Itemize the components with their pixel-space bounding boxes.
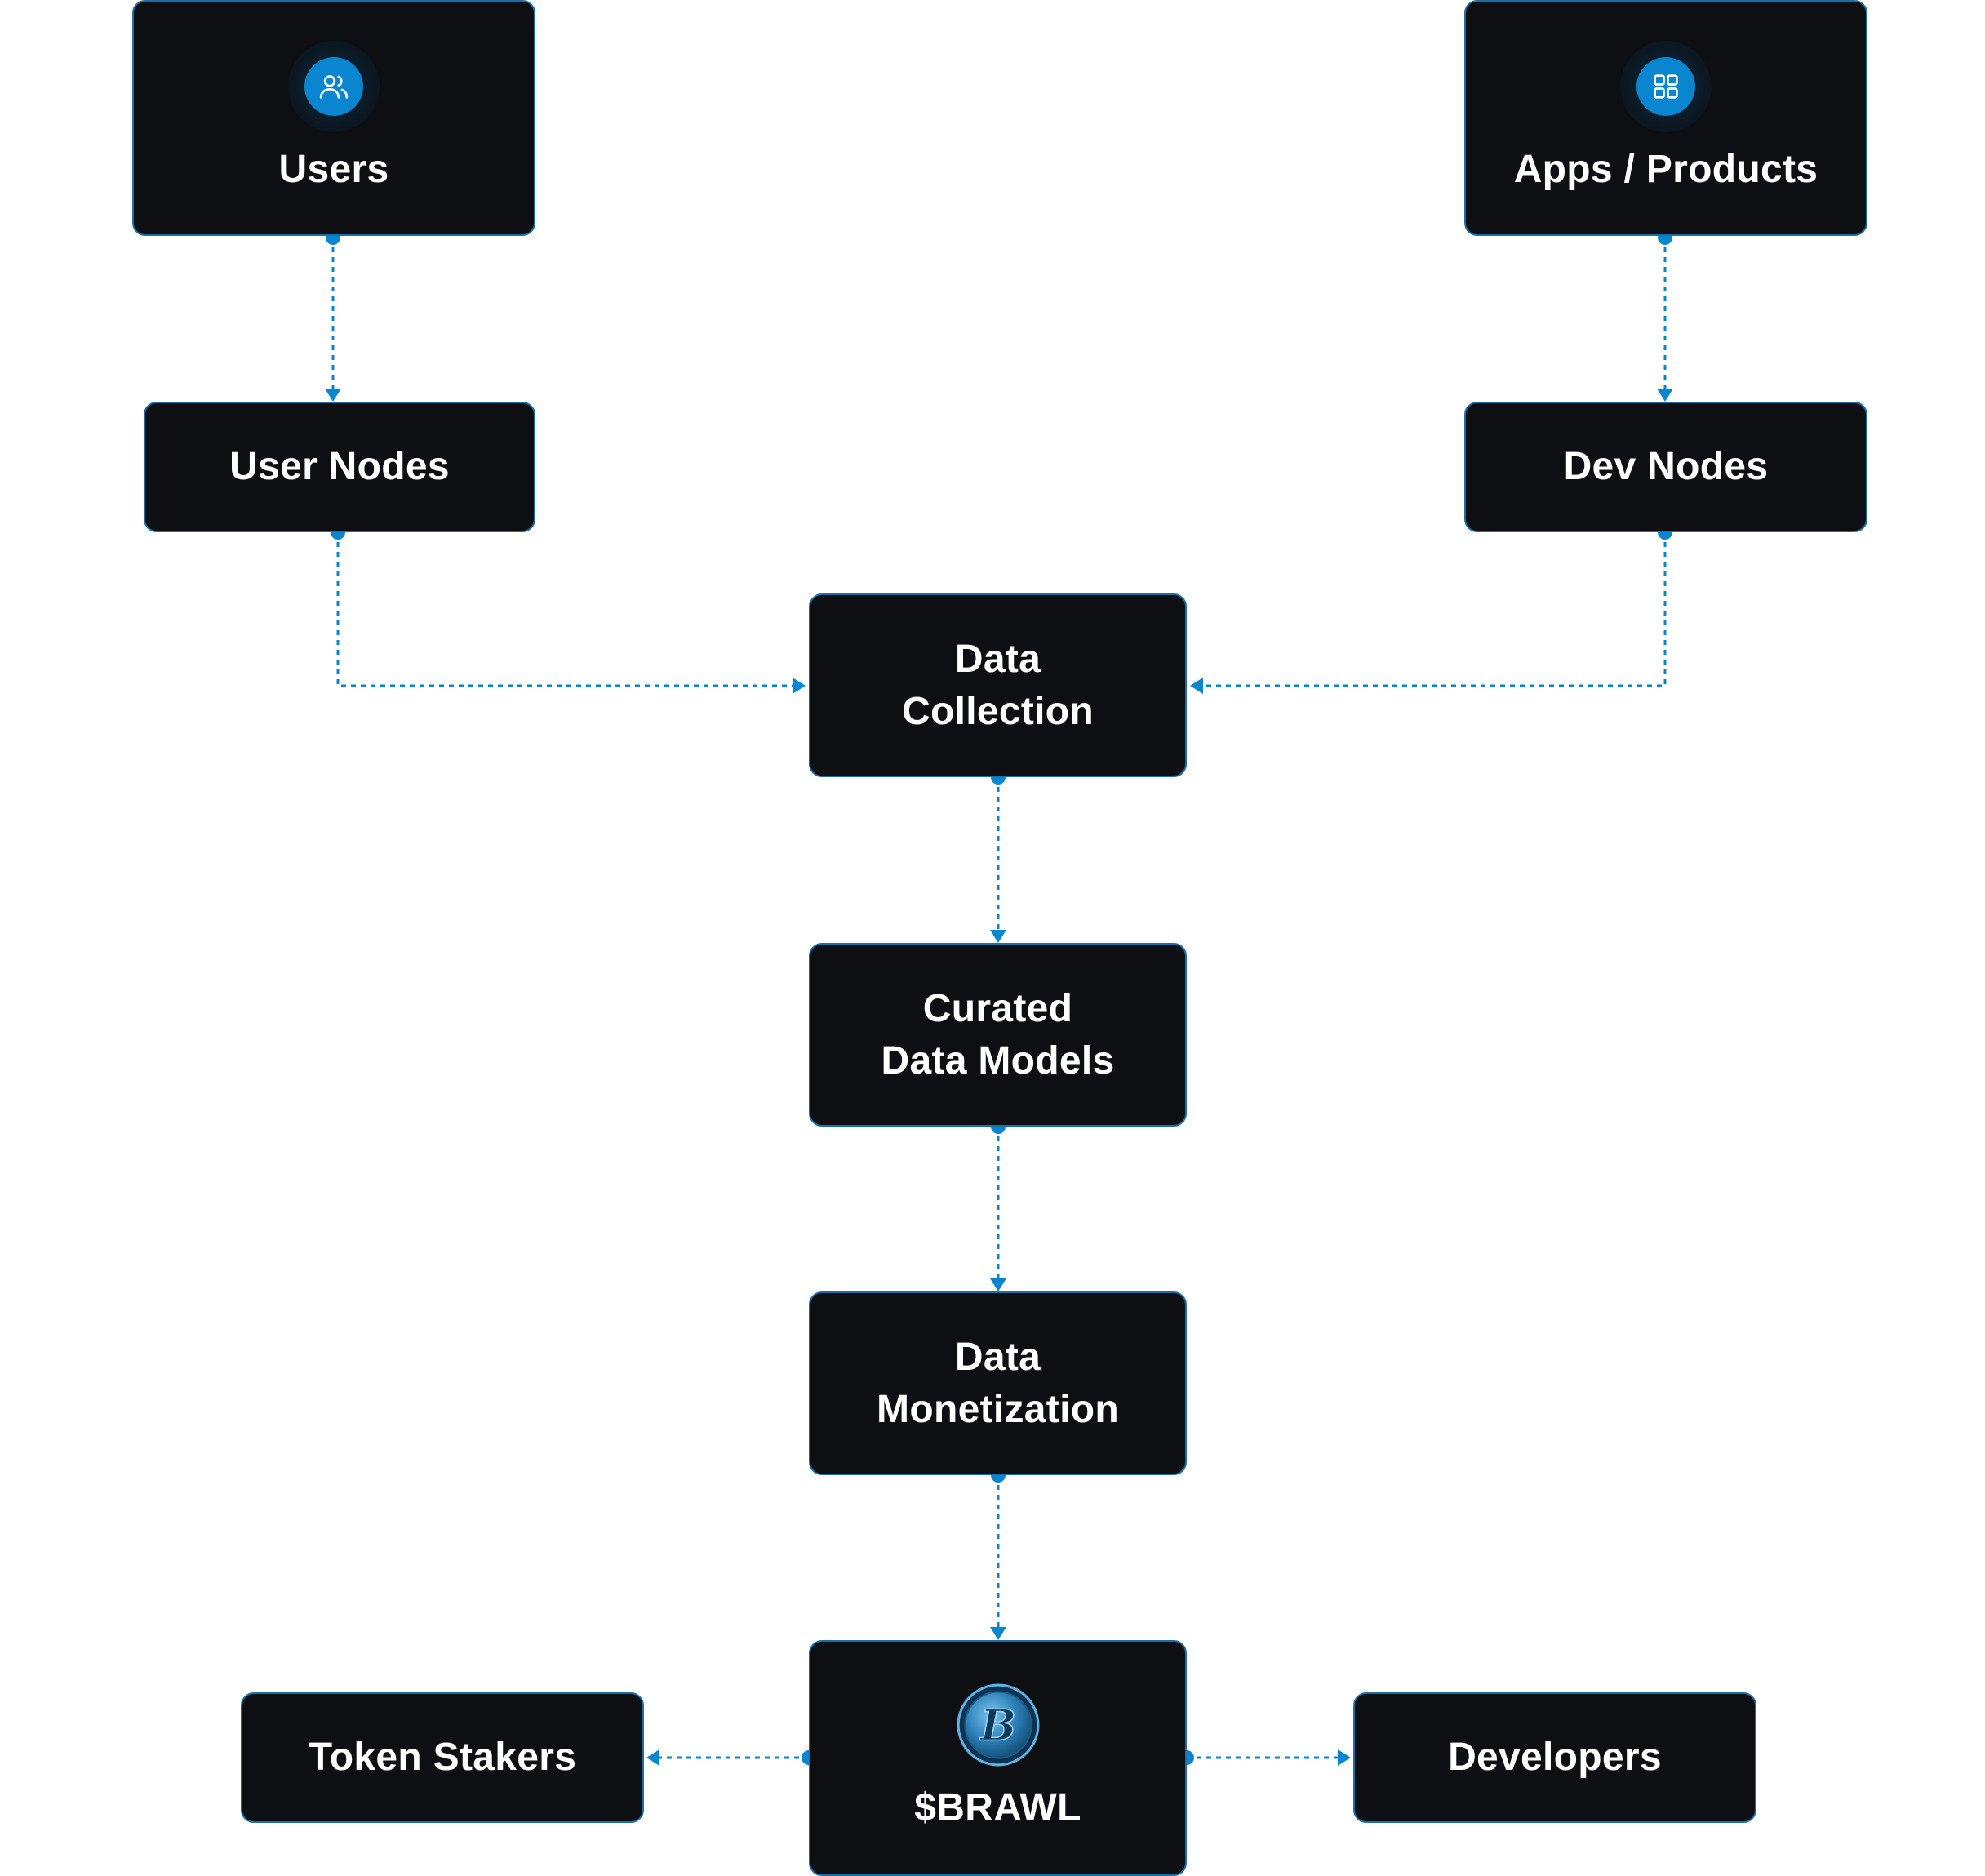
brawl-token-node[interactable]: B $BRAWL — [809, 1640, 1187, 1876]
connector-arrowhead — [990, 930, 1006, 943]
connector-line — [1200, 532, 1667, 687]
dev-nodes-to-data-collection-connector — [1190, 525, 1672, 694]
dev-nodes-node[interactable]: Dev Nodes — [1464, 402, 1867, 532]
svg-text:B: B — [979, 1700, 1016, 1750]
curated-to-monetization-connector — [990, 1119, 1006, 1291]
user-nodes-label: User Nodes — [229, 445, 450, 488]
users-label: Users — [278, 147, 389, 191]
connector-arrowhead — [990, 1278, 1006, 1291]
curated-data-models-node[interactable]: Curated Data Models — [809, 943, 1187, 1127]
users-icon-badge — [288, 40, 380, 132]
data-collection-to-curated-connector — [990, 770, 1006, 943]
connector-arrowhead — [1190, 678, 1203, 694]
users-node[interactable]: Users — [132, 0, 535, 236]
users-icon — [304, 56, 363, 116]
connector-arrowhead — [646, 1749, 659, 1766]
brawl-to-developers-connector — [1179, 1749, 1351, 1766]
monetization-to-brawl-connector — [990, 1468, 1006, 1640]
token-stakers-node[interactable]: Token Stakers — [241, 1692, 644, 1823]
users-to-user-nodes-connector — [325, 230, 341, 402]
connector-arrowhead — [1338, 1749, 1351, 1766]
user-nodes-to-data-collection-connector — [331, 525, 806, 694]
grid-icon — [1636, 56, 1695, 116]
apps-products-node[interactable]: Apps / Products — [1464, 0, 1867, 236]
connector-arrowhead — [325, 389, 341, 402]
dev-nodes-label: Dev Nodes — [1563, 445, 1769, 488]
developers-node[interactable]: Developers — [1353, 1692, 1756, 1823]
brawl-label: $BRAWL — [914, 1785, 1081, 1829]
apps-products-label: Apps / Products — [1513, 147, 1818, 191]
developers-label: Developers — [1448, 1736, 1662, 1779]
brawl-to-token-stakers-connector — [646, 1749, 816, 1766]
user-nodes-node[interactable]: User Nodes — [144, 402, 535, 532]
apps-to-dev-nodes-connector — [1657, 230, 1673, 402]
brawl-coin-icon: B — [957, 1683, 1039, 1766]
connector-arrowhead — [793, 678, 806, 694]
token-stakers-label: Token Stakers — [308, 1736, 577, 1779]
apps-icon-badge — [1620, 40, 1712, 132]
curated-data-models-label: Curated Data Models — [881, 986, 1115, 1082]
data-monetization-node[interactable]: Data Monetization — [809, 1291, 1187, 1475]
data-monetization-label: Data Monetization — [877, 1335, 1119, 1431]
connector-line — [336, 532, 796, 687]
data-collection-node[interactable]: Data Collection — [809, 593, 1187, 777]
data-collection-label: Data Collection — [901, 637, 1094, 733]
connector-arrowhead — [990, 1627, 1006, 1640]
connector-arrowhead — [1657, 389, 1673, 402]
